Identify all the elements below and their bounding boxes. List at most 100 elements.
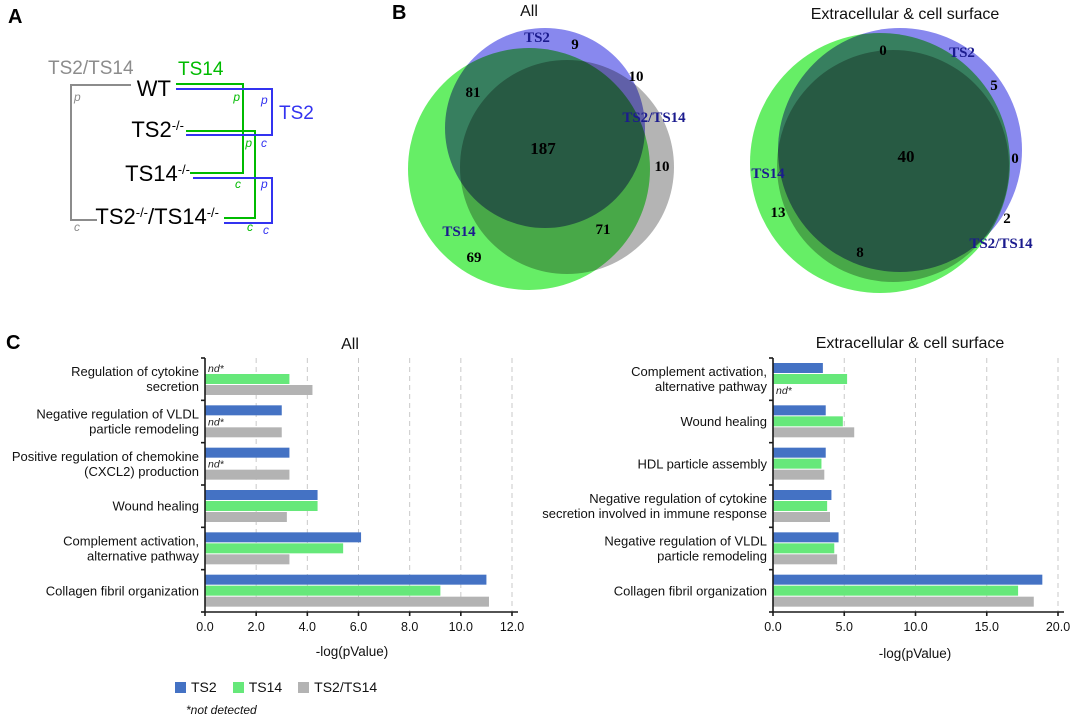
category-label: Complement activation,	[631, 364, 767, 379]
row-label-ts2ko: TS2-/-	[131, 117, 184, 142]
category-label: alternative pathway	[655, 379, 768, 394]
edge-p-green-2: p	[244, 136, 252, 150]
venn-count-center: 187	[530, 139, 556, 158]
venn-count-ts14-gray: 8	[856, 245, 864, 261]
x-tick-label: 10.0	[449, 620, 473, 634]
x-tick-label: 0.0	[764, 620, 781, 634]
x-tick-label: 8.0	[401, 620, 418, 634]
bar-ts14	[773, 458, 822, 469]
comparison-label-ts14: TS14	[178, 59, 224, 80]
bar-ts2-ts14	[205, 427, 282, 438]
category-label: particle remodeling	[657, 549, 767, 564]
bar-ts14	[773, 501, 828, 511]
venn-count-ts14-only: 69	[467, 250, 482, 266]
category-label: Regulation of cytokine	[71, 364, 199, 379]
ts2ts14-swatch-icon	[298, 681, 310, 693]
bar-ts2	[773, 363, 823, 373]
plot-area: nd*Regulation of cytokinesecretionnd*Neg…	[12, 357, 524, 634]
venn-extracellular: Extracellular & cell surface TS2 TS14 TS…	[750, 6, 1033, 293]
category-label: Negative regulation of VLDL	[604, 534, 767, 549]
bar-ts2-ts14	[773, 469, 825, 480]
row-label-wt: WT	[137, 76, 171, 101]
chart-title: All	[341, 336, 359, 353]
venn-count-ts2-ts14: 81	[466, 85, 481, 101]
bar-ts2	[773, 532, 839, 543]
venn-count-ts14-gray: 71	[596, 222, 611, 238]
edge-c-blue-2: c	[263, 223, 269, 237]
venn-count-ts2-ts14: 0	[879, 43, 887, 59]
tree-bracket-gray	[70, 84, 131, 221]
x-tick-label: 10.0	[903, 620, 927, 634]
panel-b-label: B	[392, 2, 407, 24]
venn-circle-ts2ts14	[460, 60, 674, 274]
category-label: secretion	[146, 379, 199, 394]
nd-marker: nd*	[208, 459, 225, 471]
bar-ts2	[205, 490, 318, 500]
comparison-label-ts2ts14: TS2/TS14	[48, 58, 134, 79]
category-label: HDL particle assembly	[637, 456, 767, 471]
bar-ts2	[205, 574, 487, 585]
legend-item-ts2ts14: TS2/TS14	[298, 679, 377, 695]
bar-ts14	[773, 543, 835, 554]
edge-p-green-1: p	[232, 90, 240, 104]
edge-p-blue-2: p	[260, 177, 268, 191]
legend-label-ts2: TS2	[191, 679, 217, 695]
comparison-tree: TS2/TS14 TS14 TS2 WT TS2-/- TS14-/- TS2-…	[48, 58, 314, 237]
row-label-doubleko: TS2-/-/TS14-/-	[95, 204, 219, 229]
legend-label-ts2ts14: TS2/TS14	[314, 679, 378, 695]
nd-marker: nd*	[208, 363, 225, 375]
tree-bracket-blue-1	[176, 88, 273, 136]
tree-bracket-green-1	[176, 83, 244, 174]
category-label: Complement activation,	[63, 534, 199, 549]
panel-a-label: A	[8, 6, 23, 28]
not-detected-note: *not detected	[186, 703, 257, 717]
nd-marker: nd*	[208, 416, 225, 428]
category-label: Wound healing	[113, 499, 200, 514]
venn-set-label-ts2: TS2	[949, 45, 975, 61]
category-label: Wound healing	[681, 414, 768, 429]
bar-ts14	[773, 374, 848, 384]
edge-p-gray: p	[73, 90, 81, 104]
venn-all-title: All	[520, 3, 538, 20]
venn-set-label-ts14: TS14	[442, 224, 476, 240]
x-tick-label: 2.0	[247, 620, 264, 634]
bar-ts2	[773, 405, 826, 416]
category-label: Negative regulation of cytokine	[589, 491, 767, 506]
bar-ts2-ts14	[205, 596, 489, 607]
legend-label-ts14: TS14	[248, 679, 283, 695]
bar-ts2-ts14	[205, 512, 287, 522]
x-tick-label: 6.0	[350, 620, 367, 634]
comparison-label-ts2: TS2	[279, 103, 314, 124]
x-tick-label: 0.0	[196, 620, 213, 634]
venn-count-gray-only: 2	[1003, 211, 1011, 227]
bar-ts2	[773, 490, 832, 500]
nd-marker: nd*	[776, 385, 793, 397]
venn-count-ts2-only: 9	[571, 37, 579, 53]
category-label: (CXCL2) production	[84, 464, 199, 479]
bar-ts2-ts14	[773, 596, 1034, 607]
category-label: Collagen fibril organization	[46, 583, 199, 598]
venn-all: All TS2 TS14 TS2/TS14 9 10 81 187 10 71 …	[408, 3, 686, 290]
edge-c-gray: c	[74, 220, 80, 234]
category-label: secretion involved in immune response	[542, 506, 767, 521]
bar-ts2-ts14	[773, 512, 830, 522]
edge-c-green-1: c	[235, 177, 241, 191]
category-label: Collagen fibril organization	[614, 583, 767, 598]
venn-set-label-ts2ts14: TS2/TS14	[622, 110, 686, 126]
edge-c-green-2: c	[247, 220, 253, 234]
bar-ts2-ts14	[773, 427, 855, 438]
bar-ts2	[773, 447, 826, 458]
x-axis-label: -log(pValue)	[316, 644, 389, 659]
bar-ts2	[773, 574, 1043, 585]
edge-c-blue-1: c	[261, 136, 267, 150]
venn-set-label-ts2ts14: TS2/TS14	[969, 236, 1033, 252]
bar-ts2	[205, 447, 290, 458]
x-tick-label: 12.0	[500, 620, 524, 634]
plot-area: nd* Complement activation,alternative pat…	[542, 357, 1070, 634]
x-tick-label: 20.0	[1046, 620, 1070, 634]
bar-ts2-ts14	[205, 385, 313, 395]
ts14-swatch-icon	[232, 681, 244, 693]
venn-count-center: 40	[898, 147, 915, 166]
